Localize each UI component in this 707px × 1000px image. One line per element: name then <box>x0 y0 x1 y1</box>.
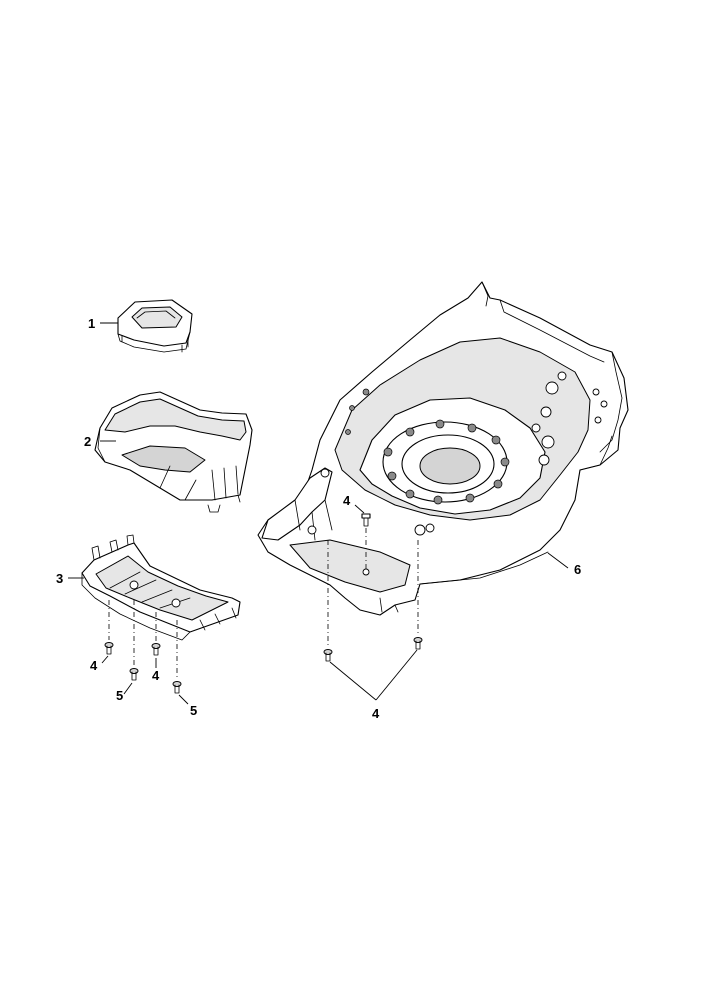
deck-screw-top <box>361 513 371 527</box>
callout-4-deck-bottom: 4 <box>372 706 380 721</box>
callout-4-mid: 4 <box>152 668 160 683</box>
callout-labels: 1 2 3 4 5 4 5 4 4 6 <box>56 316 581 721</box>
callout-1: 1 <box>88 316 95 331</box>
screw-4-deck-left <box>323 649 333 662</box>
part-1-cap <box>117 299 193 353</box>
callout-4-left: 4 <box>90 658 98 673</box>
part-2-cover <box>94 391 253 513</box>
callout-3: 3 <box>56 571 63 586</box>
motor-mount-holes <box>383 419 510 505</box>
assembly-axes <box>108 528 419 679</box>
screw-5-right <box>172 681 182 694</box>
callout-6: 6 <box>574 562 581 577</box>
callout-4-deck-top: 4 <box>343 493 351 508</box>
part-6-deck <box>257 281 629 616</box>
part-3-plate <box>81 534 241 641</box>
screw-4-left <box>104 642 114 655</box>
screw-4-mid <box>151 643 161 656</box>
callout-5-right: 5 <box>190 703 197 718</box>
callout-2: 2 <box>84 434 91 449</box>
callout-5-left: 5 <box>116 688 123 703</box>
leader-lines <box>68 322 569 705</box>
screw-5-left <box>129 668 139 681</box>
screw-4-deck-right <box>413 637 423 650</box>
